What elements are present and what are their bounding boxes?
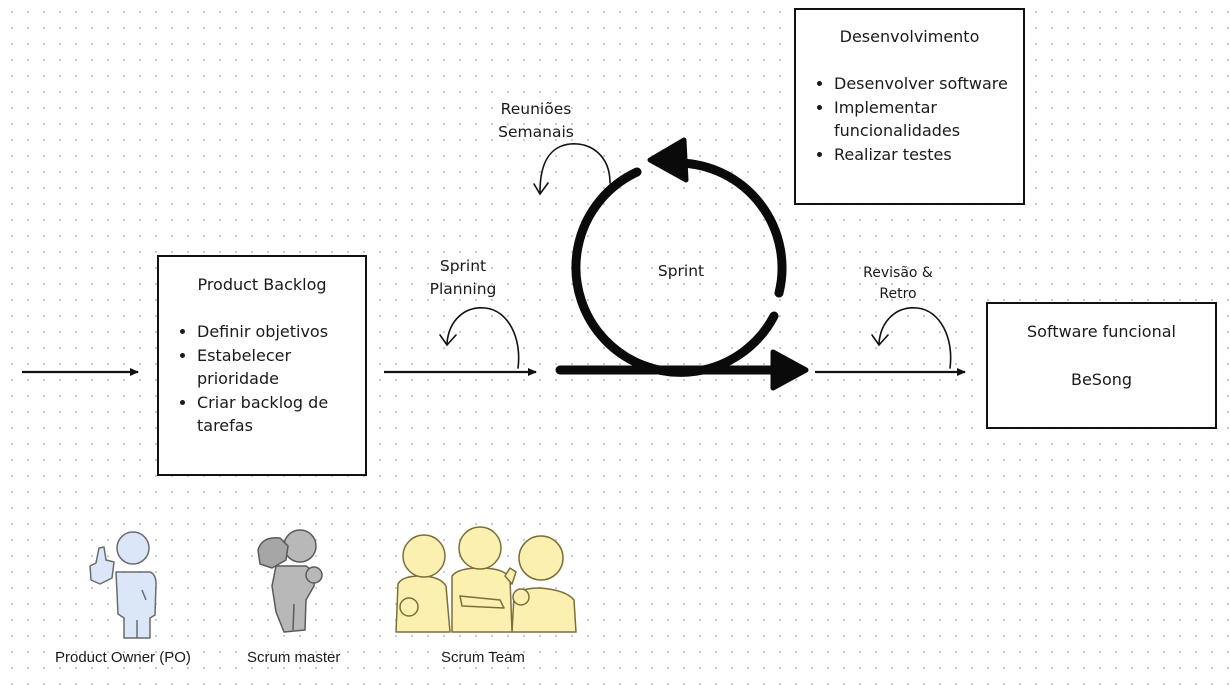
software-box: Software funcional BeSong xyxy=(986,302,1217,429)
list-item: Realizar testes xyxy=(834,143,1039,167)
list-item: Criar backlog de tarefas xyxy=(197,391,362,438)
label-line: Reuniões xyxy=(500,100,572,118)
revisao-curl-arrow xyxy=(878,307,952,369)
label-line: Planning xyxy=(429,280,497,298)
list-item: Definir objetivos xyxy=(197,320,362,344)
planning-curl-arrow xyxy=(446,307,520,369)
product-backlog-box: Product Backlog Definir objetivos Estabe… xyxy=(157,255,367,476)
development-box: Desenvolvimento Desenvolver software Imp… xyxy=(794,8,1025,205)
product-owner-label: Product Owner (PO) xyxy=(55,649,191,666)
development-task-list: Desenvolver software Implementar funcion… xyxy=(796,72,1039,166)
product-owner-figure xyxy=(89,531,157,639)
scrum-team-label: Scrum Team xyxy=(441,649,525,666)
list-item: Implementar funcionalidades xyxy=(834,96,1039,143)
software-box-title: Software funcional xyxy=(1027,322,1176,341)
reunioes-curl-arrow xyxy=(539,143,611,193)
development-box-title: Desenvolvimento xyxy=(839,27,980,46)
review-retro-label: Revisão & Retro xyxy=(853,263,943,305)
sprint-cycle xyxy=(555,158,790,377)
label-line: Retro xyxy=(879,286,917,302)
sprint-cycle-arrowhead-right xyxy=(770,349,809,391)
scrum-master-label: Scrum master xyxy=(247,649,341,666)
sprint-cycle-arrowhead-top xyxy=(647,137,689,183)
label-line: Sprint xyxy=(439,257,487,275)
sprint-planning-label: Sprint Planning xyxy=(418,255,508,301)
software-box-product-name: BeSong xyxy=(1070,370,1133,389)
list-item: Desenvolver software xyxy=(834,72,1039,96)
scrum-master-figure xyxy=(257,529,323,633)
product-backlog-title: Product Backlog xyxy=(197,275,327,294)
scrum-team-figure xyxy=(395,526,577,633)
label-line: Revisão & xyxy=(863,265,933,281)
sprint-label: Sprint xyxy=(657,262,705,280)
product-backlog-list: Definir objetivos Estabelecer prioridade… xyxy=(159,320,362,438)
weekly-meetings-label: Reuniões Semanais xyxy=(484,98,588,144)
label-line: Semanais xyxy=(498,123,574,141)
list-item: Estabelecer prioridade xyxy=(197,344,362,391)
